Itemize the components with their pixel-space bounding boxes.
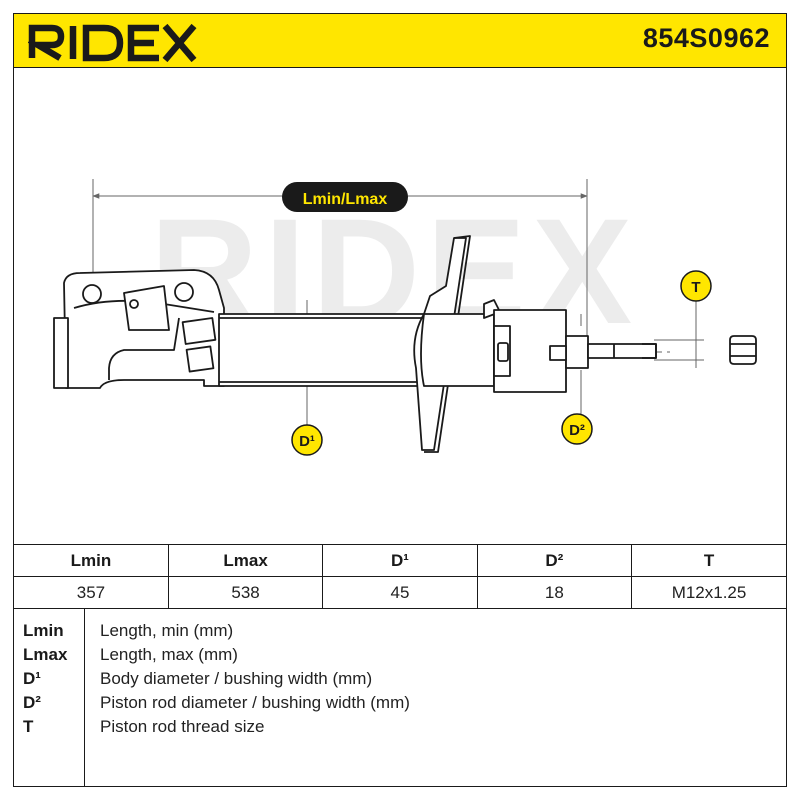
legend-item: D² Piston rod diameter / bushing width (… <box>14 693 786 717</box>
legend-description: Piston rod diameter / bushing width (mm) <box>100 693 410 712</box>
shock-absorber-drawing: RIDEX <box>53 179 757 456</box>
bracket-tab <box>123 285 170 331</box>
d2-badge-label: D² <box>569 422 585 439</box>
spec-value-lmin: 357 <box>14 576 169 609</box>
legend-item: T Piston rod thread size <box>14 717 786 741</box>
d1-badge-label: D¹ <box>299 433 315 450</box>
legend-item: Lmin Length, min (mm) <box>14 621 786 645</box>
spec-value-d1: 45 <box>322 576 478 609</box>
legend-description: Length, min (mm) <box>100 621 234 640</box>
spec-value-d2: 18 <box>476 576 633 609</box>
spec-value-t: M12x1.25 <box>631 576 786 609</box>
upper-tube <box>420 313 495 387</box>
d1-badge: D¹ <box>291 424 323 456</box>
spec-header-lmax: Lmax <box>167 544 324 577</box>
spec-header-d2: D² <box>476 544 633 577</box>
legend-description: Body diameter / bushing width (mm) <box>100 669 373 688</box>
length-badge-label: Lmin/Lmax <box>303 191 388 208</box>
d2-badge: D² <box>561 413 593 445</box>
spec-header-t: T <box>631 544 786 577</box>
legend: Lmin Length, min (mm) Lmax Length, max (… <box>14 608 786 786</box>
legend-item: D¹ Body diameter / bushing width (mm) <box>14 669 786 693</box>
legend-description: Length, max (mm) <box>100 645 238 664</box>
spec-header-lmin: Lmin <box>14 544 169 577</box>
ridex-logo <box>28 23 197 62</box>
legend-code: T <box>23 717 34 736</box>
rod-collar <box>565 335 589 369</box>
rod-nut <box>729 335 757 365</box>
spec-table-header-row: Lmin Lmax D¹ D² T <box>14 544 786 577</box>
length-badge: Lmin/Lmax <box>282 182 408 212</box>
sensor-clip <box>181 317 217 345</box>
legend-divider <box>84 608 85 786</box>
legend-description: Piston rod thread size <box>100 717 265 736</box>
bracket-bolt-hole-left <box>82 284 102 304</box>
t-badge: T <box>680 270 712 302</box>
spec-table: Lmin Lmax D¹ D² T 357 538 45 18 M12x1.25 <box>14 544 786 609</box>
legend-code: Lmax <box>23 645 68 664</box>
part-number: 854S0962 <box>642 23 770 53</box>
header-bar: 854S0962 <box>14 14 786 68</box>
spec-header-d1: D¹ <box>322 544 478 577</box>
piston-rod <box>587 343 657 359</box>
bracket-end-cap <box>53 317 69 389</box>
spec-table-value-row: 357 538 45 18 M12x1.25 <box>14 576 786 609</box>
bracket-bolt-hole-right <box>174 282 194 302</box>
spec-sheet: 854S0962 RIDEX <box>13 13 787 787</box>
sensor-clip-lower <box>185 345 215 373</box>
legend-code: D² <box>23 693 41 712</box>
legend-item: Lmax Length, max (mm) <box>14 645 786 669</box>
legend-code: Lmin <box>23 621 64 640</box>
t-badge-label: T <box>691 279 700 296</box>
cylinder-body <box>218 313 425 387</box>
spec-value-lmax: 538 <box>167 576 324 609</box>
legend-code: D¹ <box>23 669 41 688</box>
